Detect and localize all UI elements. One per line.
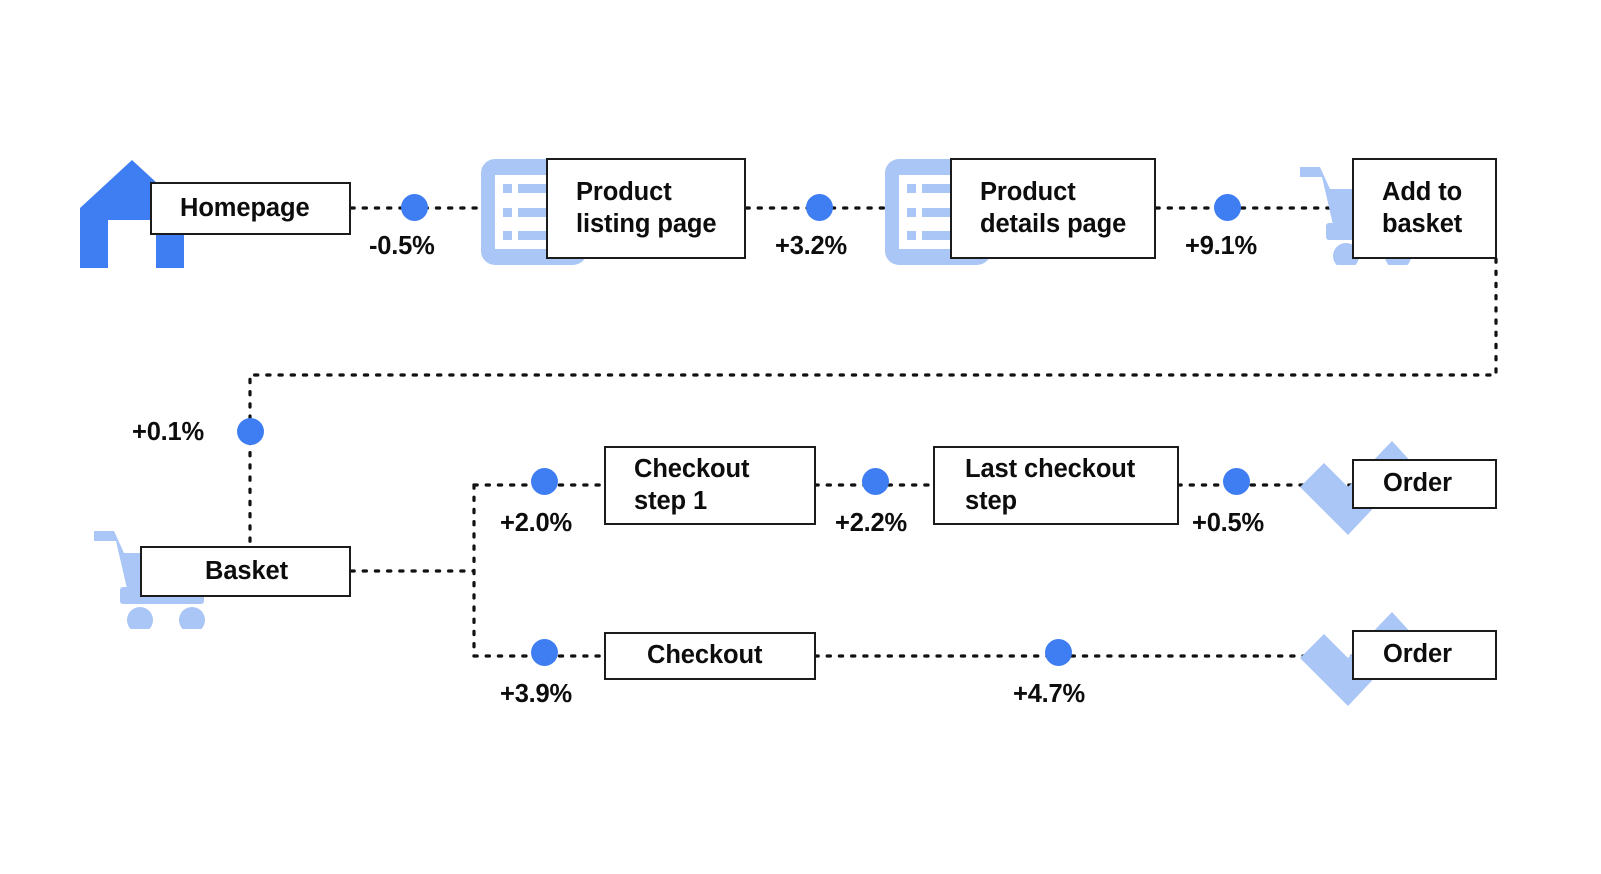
node-product-details-page-label: Product details page (980, 178, 1127, 238)
node-last-checkout-step[interactable]: Last checkout step (933, 446, 1179, 525)
transition-label-t4: +0.1% (132, 418, 205, 446)
node-basket[interactable]: Basket (140, 546, 351, 597)
transition-label-t6: +2.2% (835, 509, 908, 537)
node-order-top[interactable]: Order (1352, 459, 1497, 509)
node-last-checkout-step-label: Last checkout step (965, 455, 1136, 515)
node-product-listing-page-label: Product listing page (576, 178, 717, 238)
transition-dot-t9[interactable] (1045, 639, 1072, 666)
node-checkout-label: Checkout (647, 641, 763, 670)
transition-label-t1: -0.5% (369, 232, 435, 260)
node-product-details-page[interactable]: Product details page (950, 158, 1156, 259)
transition-label-t9: +4.7% (1013, 680, 1086, 708)
node-order-bottom[interactable]: Order (1352, 630, 1497, 680)
transition-label-t7: +0.5% (1192, 509, 1265, 537)
transition-dot-t3[interactable] (1214, 194, 1241, 221)
node-order-top-label: Order (1383, 469, 1452, 498)
transition-dot-t7[interactable] (1223, 468, 1250, 495)
node-homepage[interactable]: Homepage (150, 182, 351, 235)
node-checkout[interactable]: Checkout (604, 632, 816, 680)
transition-label-t2: +3.2% (775, 232, 848, 260)
transition-dot-t8[interactable] (531, 639, 558, 666)
transition-dot-t6[interactable] (862, 468, 889, 495)
node-add-to-basket[interactable]: Add to basket (1352, 158, 1497, 259)
node-basket-label: Basket (205, 556, 289, 585)
transition-dot-t2[interactable] (806, 194, 833, 221)
node-checkout-step-1[interactable]: Checkout step 1 (604, 446, 816, 525)
node-homepage-label: Homepage (180, 193, 310, 222)
transition-label-t8: +3.9% (500, 680, 573, 708)
transition-label-t5: +2.0% (500, 509, 573, 537)
transition-dot-t4[interactable] (237, 418, 264, 445)
node-product-listing-page[interactable]: Product listing page (546, 158, 746, 259)
transition-dot-t5[interactable] (531, 468, 558, 495)
transition-dot-t1[interactable] (401, 194, 428, 221)
node-order-bottom-label: Order (1383, 640, 1452, 669)
node-add-to-basket-label: Add to basket (1382, 178, 1463, 238)
node-checkout-step-1-label: Checkout step 1 (634, 455, 750, 515)
transition-label-t3: +9.1% (1185, 232, 1258, 260)
